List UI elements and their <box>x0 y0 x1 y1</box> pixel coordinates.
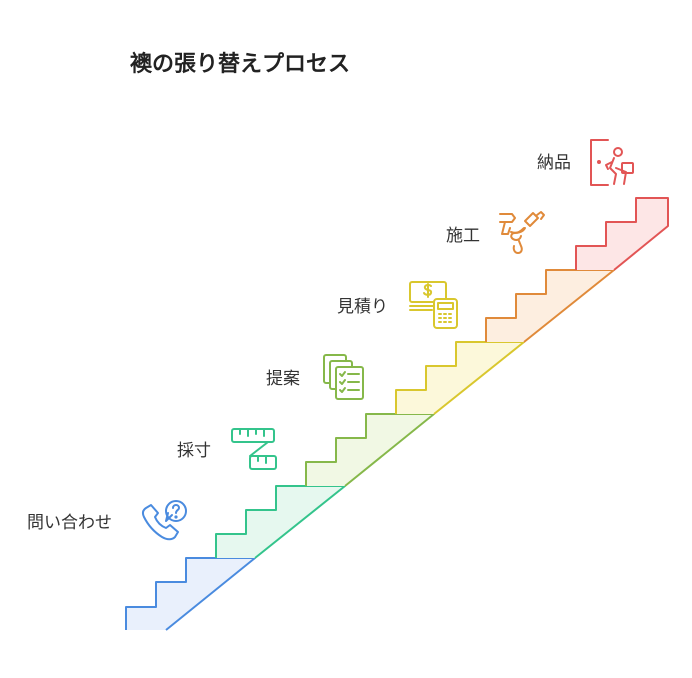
step-segment-5 <box>485 269 615 343</box>
step-label-proposal: 提案 <box>266 369 300 389</box>
phone-question-icon <box>141 500 187 541</box>
step-label-estimate: 見積り <box>337 297 388 317</box>
step-label-inquiry: 問い合わせ <box>27 513 112 533</box>
step-segment-3 <box>305 413 435 487</box>
money-calculator-icon <box>409 281 458 329</box>
step-segment-1 <box>125 557 256 631</box>
step-label-measure: 採寸 <box>177 441 211 461</box>
step-label-delivery: 納品 <box>537 153 571 173</box>
step-label-construction: 施工 <box>446 226 480 246</box>
measuring-tape-icon <box>231 428 277 470</box>
step-segment-4 <box>395 341 525 415</box>
step-segment-2 <box>215 485 346 559</box>
delivery-person-icon <box>590 139 634 186</box>
diagram-title: 襖の張り替えプロセス <box>130 51 350 77</box>
glue-gun-icon <box>499 211 545 254</box>
step-segment-6 <box>575 197 669 271</box>
checklist-documents-icon <box>323 354 364 400</box>
